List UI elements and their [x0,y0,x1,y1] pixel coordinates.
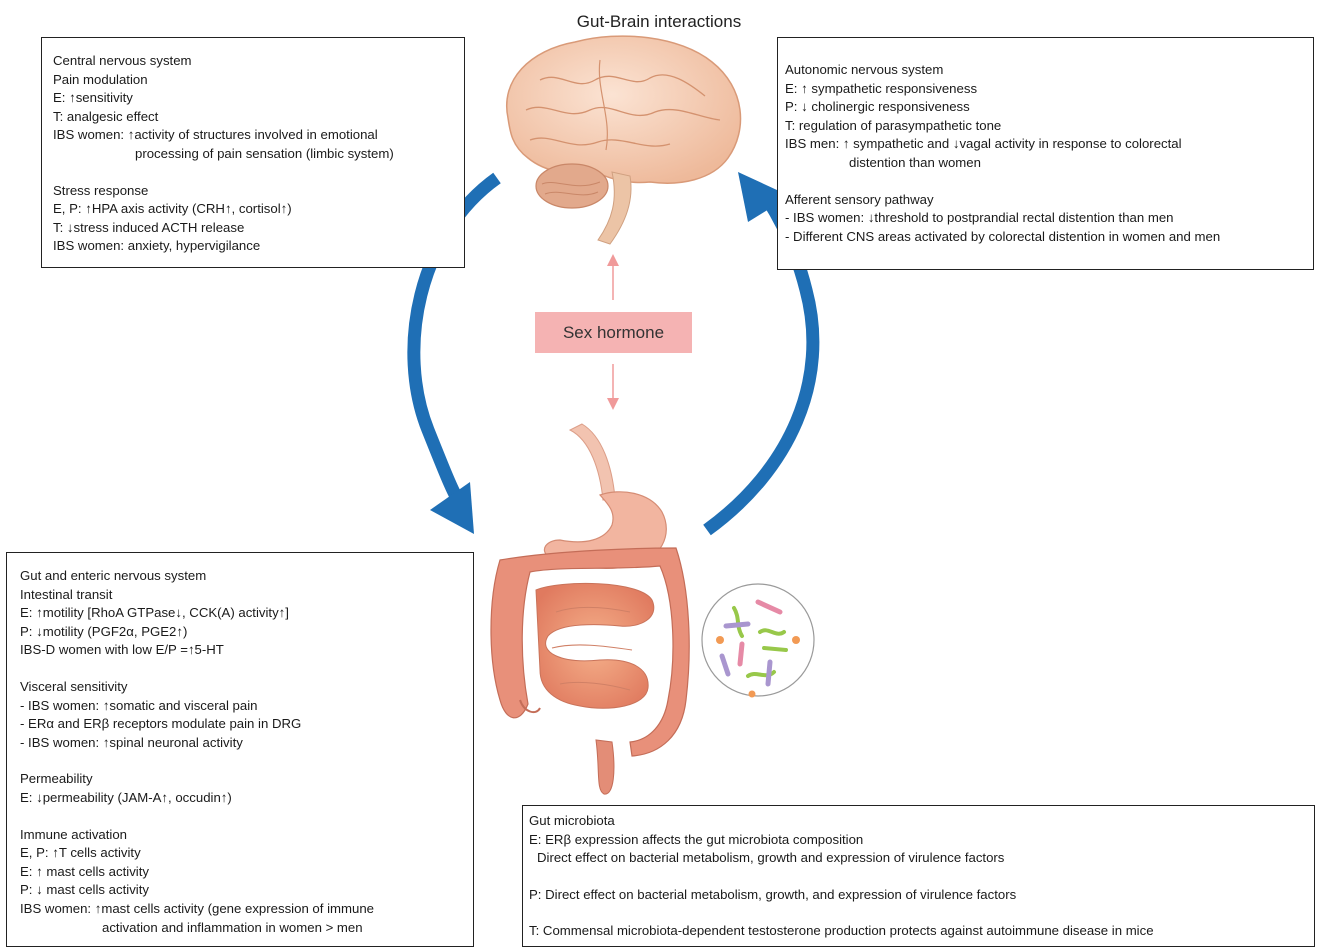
gut-transit-ibs: IBS-D women with low E/P =↑5-HT [20,641,473,660]
micro-e-2: Direct effect on bacterial metabolism, g… [529,849,1314,868]
sex-hormone-box: Sex hormone [535,312,692,353]
gut-transit-p: P: ↓motility (PGF2α, PGE2↑) [20,623,473,642]
cns-pain-ibs-2: processing of pain sensation (limbic sys… [53,145,464,164]
gut-visceral-1: - IBS women: ↑somatic and visceral pain [20,697,473,716]
ans-e: E: ↑ sympathetic responsiveness [785,80,1313,99]
ans-t: T: regulation of parasympathetic tone [785,117,1313,136]
cns-title: Central nervous system [53,52,464,71]
micro-t: T: Commensal microbiota-dependent testos… [529,922,1314,941]
gut-visceral-3: - IBS women: ↑spinal neuronal activity [20,734,473,753]
gut-immune-ep: E, P: ↑T cells activity [20,844,473,863]
cns-stress-ibs: IBS women: anxiety, hypervigilance [53,237,464,256]
cns-pain-e: E: ↑sensitivity [53,89,464,108]
sex-hormone-label: Sex hormone [563,323,664,343]
microbiota-illustration [702,584,814,698]
micro-title: Gut microbiota [529,812,1314,831]
gut-visceral-title: Visceral sensitivity [20,678,473,697]
cns-stress-title: Stress response [53,182,464,201]
cns-pain-t: T: analgesic effect [53,108,464,127]
gut-immune-ibs-1: IBS women: ↑mast cells activity (gene ex… [20,900,473,919]
micro-e-1: E: ERβ expression affects the gut microb… [529,831,1314,850]
cns-box: Central nervous system Pain modulation E… [41,37,465,268]
ans-title: Autonomic nervous system [785,61,1313,80]
gut-visceral-2: - ERα and ERβ receptors modulate pain in… [20,715,473,734]
cns-pain-ibs-1: IBS women: ↑activity of structures invol… [53,126,464,145]
ans-afferent-title: Afferent sensory pathway [785,191,1313,210]
ans-afferent-2: - Different CNS areas activated by color… [785,228,1313,247]
gut-immune-title: Immune activation [20,826,473,845]
micro-p: P: Direct effect on bacterial metabolism… [529,886,1314,905]
microbiota-box: Gut microbiota E: ERβ expression affects… [522,805,1315,947]
gut-box: Gut and enteric nervous system Intestina… [6,552,474,947]
gut-perm-e: E: ↓permeability (JAM-A↑, occudin↑) [20,789,473,808]
ans-ibs-2: distention than women [785,154,1313,173]
gut-immune-p: P: ↓ mast cells activity [20,881,473,900]
gut-perm-title: Permeability [20,770,473,789]
gut-transit-e: E: ↑motility [RhoA GTPase↓, CCK(A) activ… [20,604,473,623]
cns-stress-t: T: ↓stress induced ACTH release [53,219,464,238]
ans-box: Autonomic nervous system E: ↑ sympatheti… [777,37,1314,270]
digestive-tract-illustration [491,424,689,794]
gut-immune-ibs-2: activation and inflammation in women > m… [20,919,473,938]
cns-stress-ep: E, P: ↑HPA axis activity (CRH↑, cortisol… [53,200,464,219]
brain-illustration [507,36,741,244]
cns-pain-title: Pain modulation [53,71,464,90]
gut-title: Gut and enteric nervous system [20,567,473,586]
ans-afferent-1: - IBS women: ↓threshold to postprandial … [785,209,1313,228]
ans-ibs-1: IBS men: ↑ sympathetic and ↓vagal activi… [785,135,1313,154]
gut-immune-e: E: ↑ mast cells activity [20,863,473,882]
diagram-title: Gut-Brain interactions [0,12,1318,32]
gut-transit-title: Intestinal transit [20,586,473,605]
ans-p: P: ↓ cholinergic responsiveness [785,98,1313,117]
